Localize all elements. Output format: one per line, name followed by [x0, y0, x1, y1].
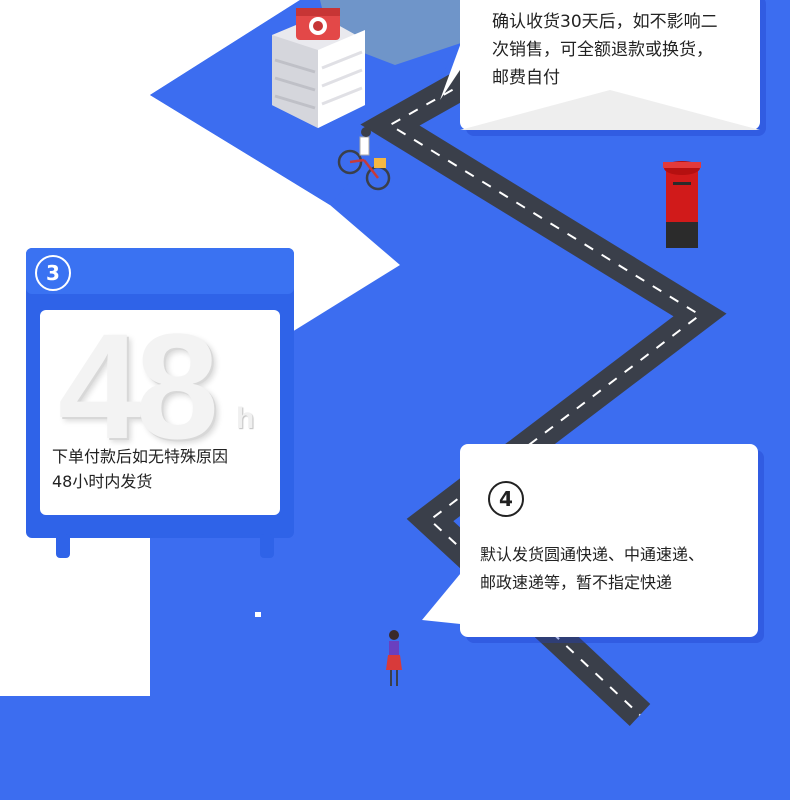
- step3-line: 下单付款后如无特殊原因: [52, 447, 229, 466]
- step3-big-value: 48: [58, 302, 219, 470]
- top-card-line: 邮费自付: [492, 68, 560, 88]
- road: [360, 66, 727, 726]
- step4-tail: [422, 562, 470, 625]
- step4-line: 邮政速递等，暂不指定快递: [480, 573, 673, 592]
- cyclist-icon: [337, 127, 391, 191]
- top-info-card: [460, 0, 760, 130]
- step3-text: 下单付款后如无特殊原因 48小时内发货: [52, 444, 280, 494]
- lower-white-edge: [0, 660, 150, 696]
- camera-icon: [296, 8, 340, 40]
- step3-line: 48小时内发货: [52, 472, 153, 491]
- top-card-line: 次销售，可全额退款或换货，: [492, 40, 713, 60]
- step4-number-badge: 4: [488, 481, 524, 517]
- card-fold: [460, 90, 760, 130]
- step3-unit: h: [236, 402, 255, 435]
- top-card-tail: [440, 40, 462, 100]
- mailbox-icon: [663, 161, 701, 248]
- step4-text: 默认发货圆通快递、中通速递、 邮政速递等，暂不指定快递: [480, 541, 756, 597]
- top-card-line: 确认收货30天后，如不影响二: [492, 12, 718, 32]
- step3-number-badge: 3: [35, 255, 71, 291]
- step4-card: [460, 444, 758, 637]
- building-icon: [272, 15, 365, 128]
- step4-line: 默认发货圆通快递、中通速递、: [480, 545, 705, 564]
- person-icon: [386, 630, 402, 686]
- small-dot: [255, 612, 261, 617]
- lower-ground: [0, 695, 790, 800]
- top-card-text: 确认收货30天后，如不影响二 次销售，可全额退款或换货， 邮费自付: [492, 8, 752, 92]
- step3-card: [40, 310, 280, 515]
